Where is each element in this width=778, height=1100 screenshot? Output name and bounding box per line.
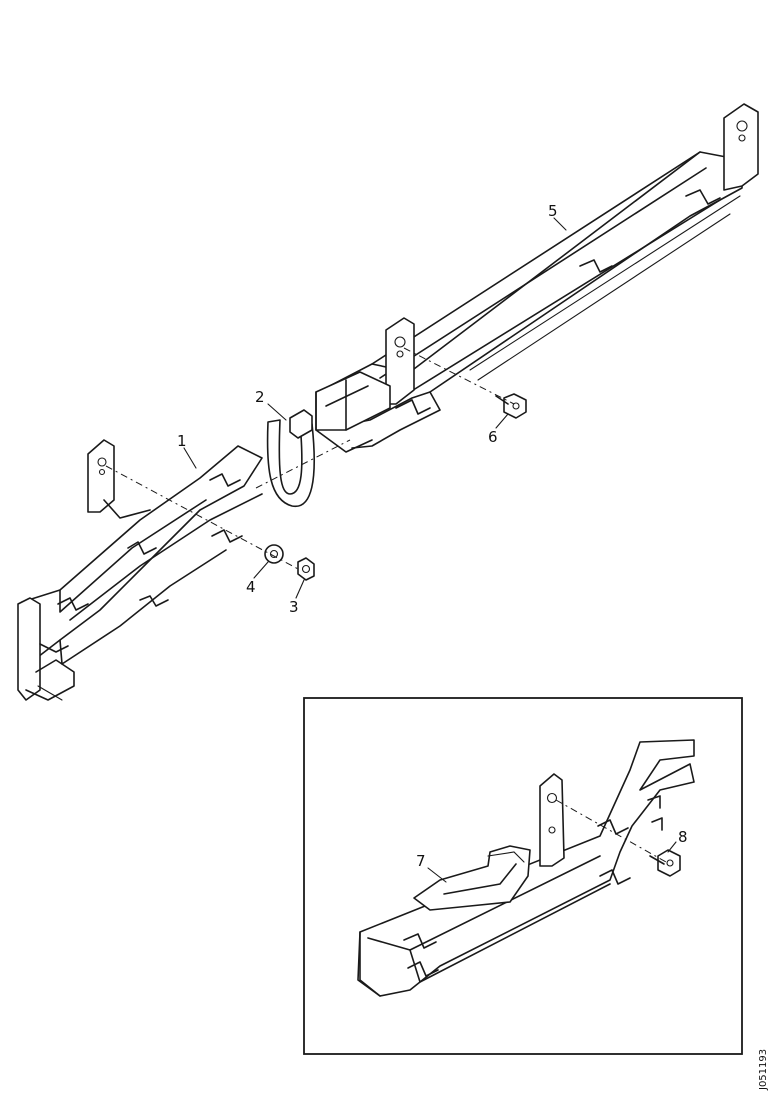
inset-detail-view [303,697,743,1055]
callout-4: 4 [246,578,256,596]
figure-code: J051193 [758,1049,769,1091]
callout-1: 1 [177,432,187,450]
rail-bracket-part-5 [315,103,759,453]
callout-7: 7 [416,852,426,870]
u-clip-part-2 [266,409,315,508]
assembly-centerlines [105,347,515,571]
callout-3: 3 [289,598,299,616]
washer-part-4 [264,544,284,564]
callout-6: 6 [488,428,498,446]
callout-2: 2 [255,388,265,406]
bracket-part-1 [17,439,263,701]
callout-8: 8 [678,828,688,846]
bolt-part-6 [495,393,527,419]
leader-lines [183,217,567,599]
nut-part-3 [297,557,315,581]
callout-5: 5 [548,202,558,220]
